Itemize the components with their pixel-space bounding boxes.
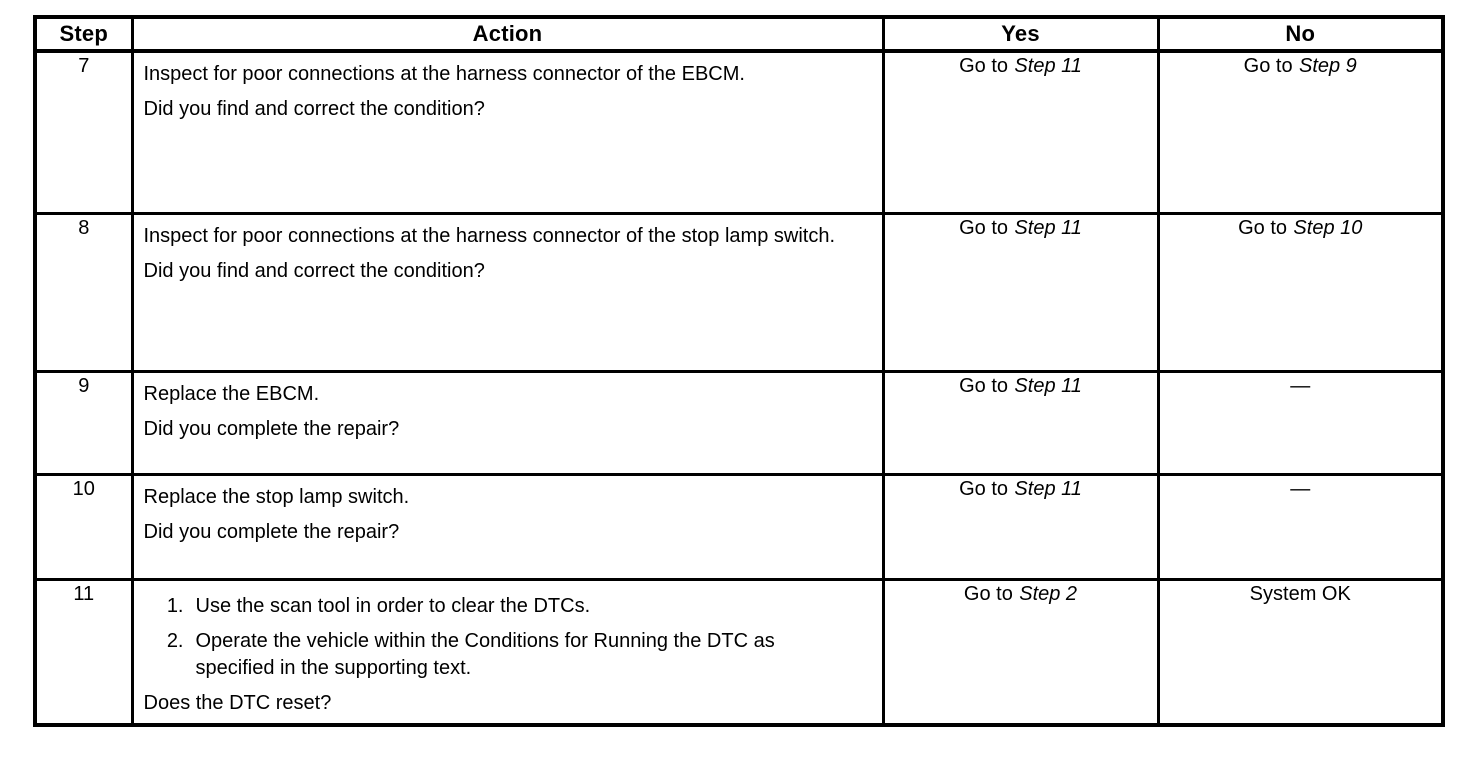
action-question: Did you complete the repair? bbox=[143, 417, 400, 440]
action-cell: Inspect for poor connections at the harn… bbox=[130, 211, 885, 373]
table-row-step-9: 9 Replace the EBCM. Did you complete the… bbox=[33, 369, 1445, 476]
column-header-yes: Yes bbox=[881, 15, 1160, 53]
action-description: Replace the stop lamp switch. bbox=[143, 485, 410, 508]
list-item-number: 2. bbox=[166, 629, 184, 652]
table-row-step-10: 10 Replace the stop lamp switch. Did you… bbox=[33, 472, 1445, 581]
table-row-step-8: 8 Inspect for poor connections at the ha… bbox=[33, 211, 1445, 373]
goto-step-ref: Step 2 bbox=[1019, 582, 1078, 605]
action-numbered-list: 1. Use the scan tool in order to clear t… bbox=[144, 589, 870, 690]
action-question: Did you find and correct the condition? bbox=[143, 259, 485, 282]
list-item: 2. Operate the vehicle within the Condit… bbox=[154, 628, 858, 682]
action-question: Did you complete the repair? bbox=[143, 520, 400, 543]
goto-step-ref: Step 11 bbox=[1014, 477, 1082, 500]
goto-text: Go to bbox=[959, 477, 1009, 500]
column-header-action: Action bbox=[130, 15, 885, 53]
table-row-step-7: 7 Inspect for poor connections at the ha… bbox=[33, 49, 1445, 215]
step-number: 9 bbox=[33, 369, 134, 476]
action-cell: Replace the EBCM. Did you complete the r… bbox=[130, 369, 885, 476]
no-cell: System OK bbox=[1156, 577, 1445, 726]
step-number: 7 bbox=[33, 49, 134, 215]
goto-step-ref: Step 9 bbox=[1298, 55, 1357, 77]
yes-cell: Go to Step 2 bbox=[881, 577, 1160, 726]
goto-step-ref: Step 11 bbox=[1014, 216, 1082, 239]
goto-step-ref: Step 11 bbox=[1014, 55, 1082, 77]
goto-text: Go to bbox=[959, 55, 1009, 77]
action-cell: 1. Use the scan tool in order to clear t… bbox=[130, 577, 885, 726]
goto-text: Go to bbox=[959, 216, 1009, 239]
goto-text: Go to bbox=[963, 582, 1013, 605]
goto-step-ref: Step 11 bbox=[1014, 374, 1082, 397]
no-cell: — bbox=[1156, 369, 1445, 476]
list-item-text: Operate the vehicle within the Condition… bbox=[195, 629, 775, 679]
list-item-text: Use the scan tool in order to clear the … bbox=[195, 594, 591, 617]
no-action-dash: — bbox=[1290, 374, 1311, 397]
action-description: Replace the EBCM. bbox=[143, 382, 320, 405]
list-item: 1. Use the scan tool in order to clear t… bbox=[154, 593, 858, 620]
column-header-step: Step bbox=[33, 15, 134, 53]
step-number: 8 bbox=[33, 211, 134, 373]
column-header-no: No bbox=[1156, 15, 1445, 53]
diagnostic-steps-table: Step Action Yes No 7 Inspect for poor co… bbox=[33, 15, 1445, 727]
action-question: Does the DTC reset? bbox=[143, 691, 332, 714]
step-number: 10 bbox=[33, 472, 134, 581]
no-cell: — bbox=[1156, 472, 1445, 581]
action-description: Inspect for poor connections at the harn… bbox=[143, 224, 836, 247]
action-description: Inspect for poor connections at the harn… bbox=[143, 63, 745, 85]
system-ok-text: System OK bbox=[1249, 582, 1351, 605]
goto-text: Go to bbox=[1243, 55, 1293, 77]
table-row-step-11: 11 1. Use the scan tool in order to clea… bbox=[33, 577, 1445, 726]
goto-text: Go to bbox=[959, 374, 1009, 397]
step-number: 11 bbox=[33, 577, 134, 726]
goto-text: Go to bbox=[1238, 216, 1288, 239]
header-row: Step Action Yes No bbox=[33, 15, 1445, 53]
action-question: Did you find and correct the condition? bbox=[143, 98, 485, 120]
list-item-number: 1. bbox=[166, 594, 184, 617]
no-action-dash: — bbox=[1290, 477, 1311, 500]
action-cell: Replace the stop lamp switch. Did you co… bbox=[130, 472, 885, 581]
action-cell: Inspect for poor connections at the harn… bbox=[130, 49, 885, 215]
goto-step-ref: Step 10 bbox=[1293, 216, 1363, 239]
